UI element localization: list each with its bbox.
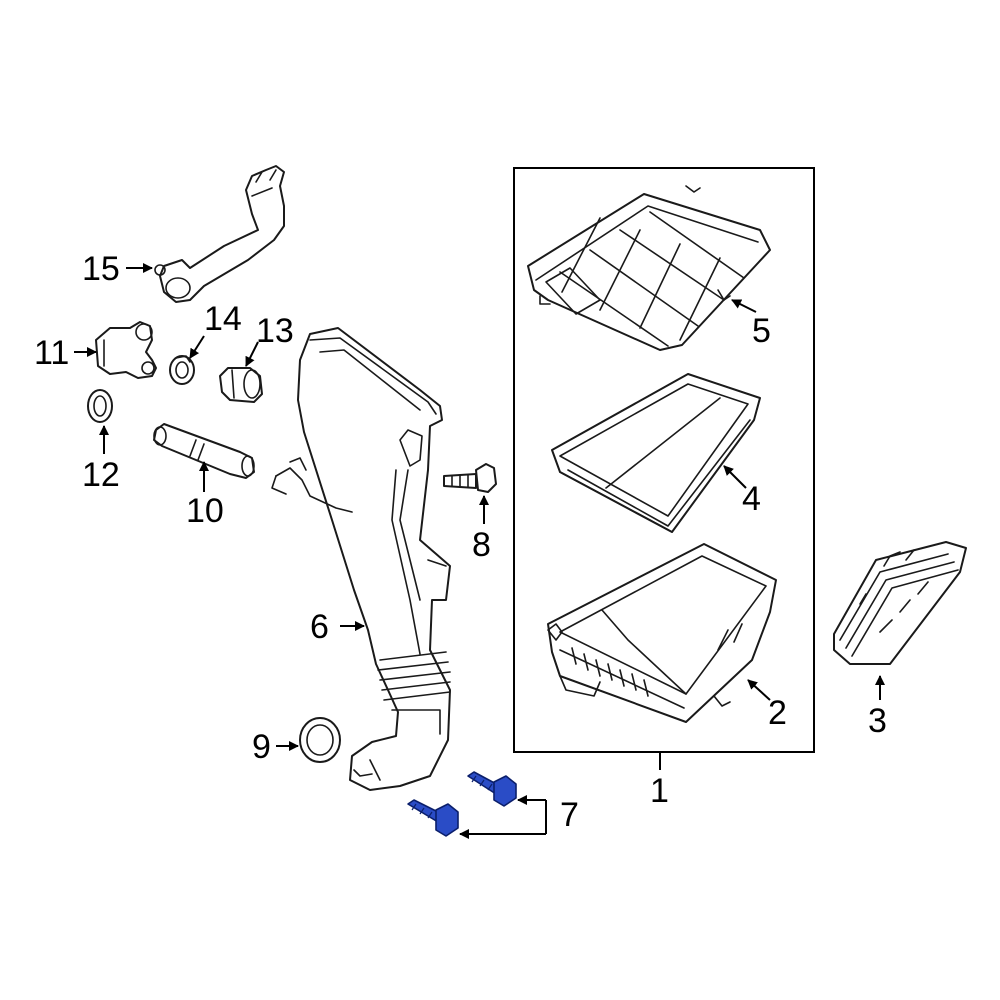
- callout-9: 9: [252, 728, 271, 766]
- callout-5: 5: [752, 312, 771, 350]
- housing-bracket[interactable]: [833, 541, 967, 665]
- o-ring-small[interactable]: [87, 389, 113, 423]
- leader-5: [731, 299, 757, 313]
- callout-2: 2: [768, 694, 787, 732]
- grommet[interactable]: [219, 367, 263, 403]
- callout-14: 14: [204, 300, 242, 338]
- leader-14: [189, 335, 205, 359]
- leader-2: [747, 679, 771, 701]
- callout-7: 7: [560, 796, 579, 834]
- intake-duct[interactable]: [271, 327, 451, 791]
- highlighted-bolt-upper[interactable]: [467, 771, 517, 807]
- air-filter-element[interactable]: [551, 373, 761, 533]
- callout-8: 8: [472, 526, 491, 564]
- highlighted-bolt-lower[interactable]: [407, 799, 459, 837]
- bolt-8[interactable]: [443, 463, 497, 493]
- lower-housing[interactable]: [547, 543, 777, 723]
- breather-hose[interactable]: [154, 165, 285, 303]
- hose-clamp[interactable]: [169, 355, 195, 385]
- pcv-valve[interactable]: [95, 321, 157, 379]
- o-ring-large[interactable]: [299, 717, 341, 763]
- connector-tube[interactable]: [153, 423, 255, 479]
- callout-13: 13: [256, 312, 294, 350]
- callout-11: 11: [34, 334, 69, 372]
- callout-12: 12: [82, 456, 120, 494]
- leader-13: [245, 341, 259, 367]
- callout-15: 15: [82, 250, 120, 288]
- callout-3: 3: [868, 702, 887, 740]
- leader-4: [723, 465, 747, 489]
- assembly-box: [513, 167, 815, 753]
- callout-10: 10: [186, 492, 224, 530]
- callout-6: 6: [310, 608, 329, 646]
- upper-housing-cover[interactable]: [527, 185, 771, 351]
- callout-1: 1: [650, 772, 669, 810]
- callout-4: 4: [742, 480, 761, 518]
